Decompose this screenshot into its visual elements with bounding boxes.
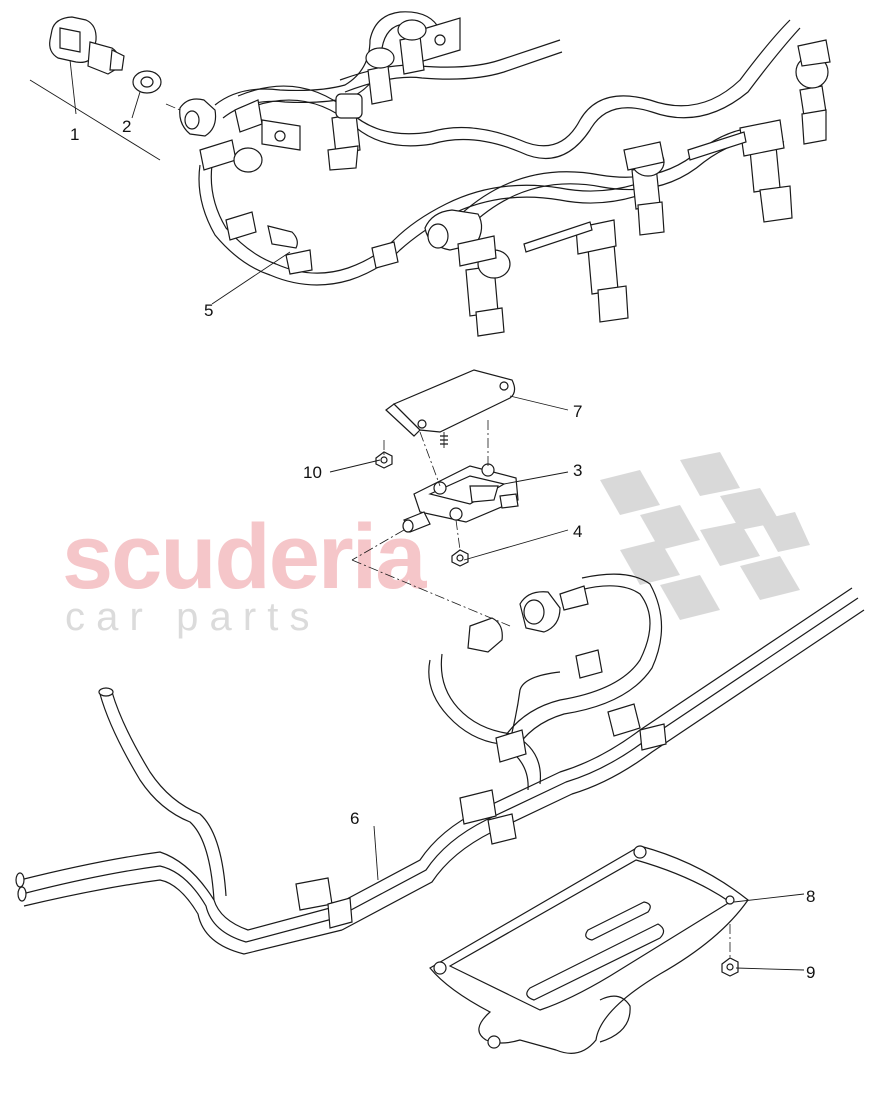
callout-5: 5 xyxy=(204,301,213,320)
callout-4: 4 xyxy=(573,522,582,541)
bracket-icon xyxy=(385,369,516,448)
pressure-sensor-icon xyxy=(49,16,125,75)
checker-flag-icon xyxy=(600,452,810,620)
callout-3: 3 xyxy=(573,461,582,480)
callout-1: 1 xyxy=(70,125,79,144)
callout-10: 10 xyxy=(303,463,322,482)
callout-labels: 1 2 3 4 5 6 7 8 9 10 xyxy=(70,117,815,982)
fuel-line-icon xyxy=(15,573,865,955)
rail-port-icon xyxy=(179,98,217,137)
callout-8: 8 xyxy=(806,887,815,906)
callout-6: 6 xyxy=(350,809,359,828)
callout-9: 9 xyxy=(806,963,815,982)
callout-7: 7 xyxy=(573,402,582,421)
watermark-brand: scuderia xyxy=(62,506,427,608)
seal-ring-icon xyxy=(132,70,162,94)
shield-plate-icon xyxy=(429,845,749,1054)
leader-lines xyxy=(29,59,805,971)
watermark-tagline: c a r p a r t s xyxy=(65,595,310,639)
watermark: scuderia c a r p a r t s xyxy=(62,452,810,639)
callout-2: 2 xyxy=(122,117,131,136)
damper-icon xyxy=(402,463,519,533)
injector-icon xyxy=(327,19,831,337)
